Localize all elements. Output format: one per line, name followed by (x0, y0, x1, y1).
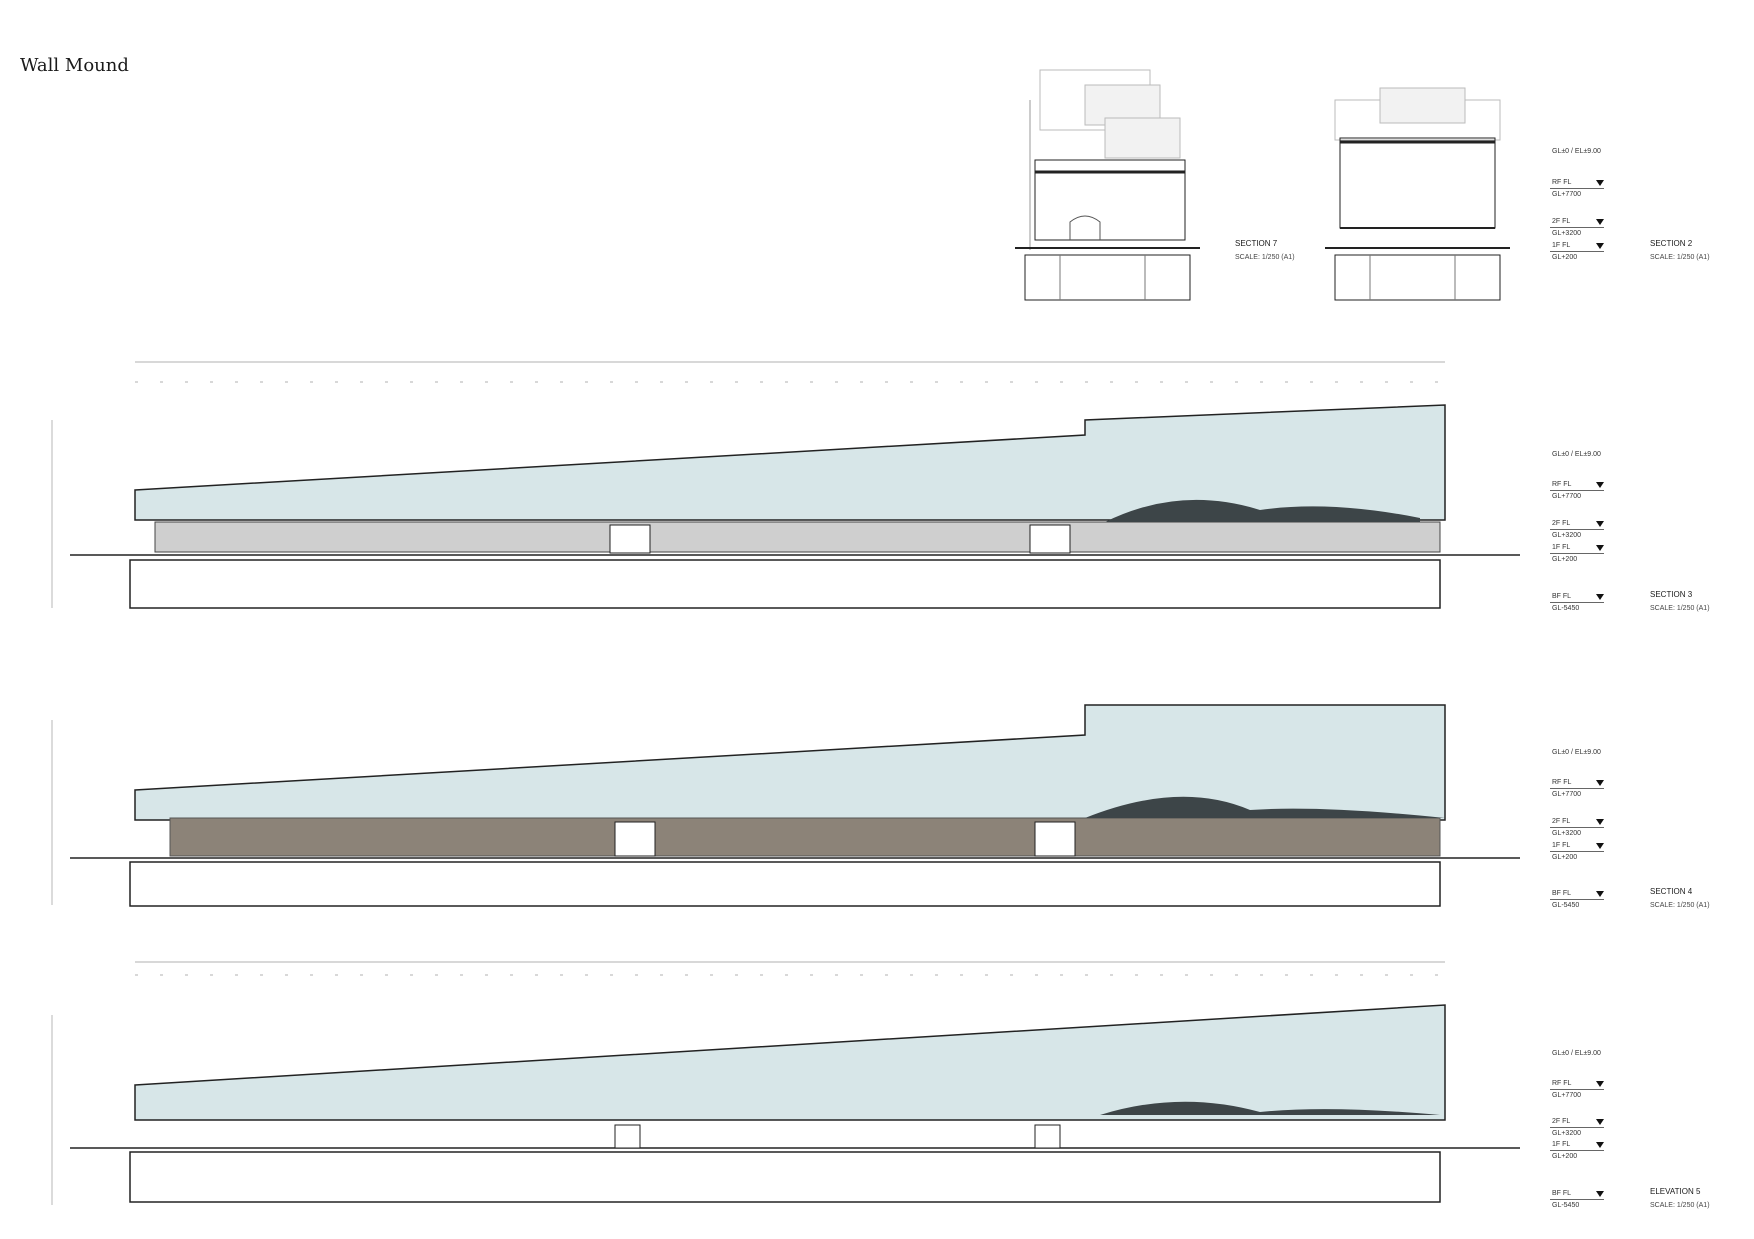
level-underline (1550, 553, 1604, 554)
level-underline (1550, 490, 1604, 491)
level-1f-gl: GL+200 (1552, 556, 1578, 563)
level-1f: 1F FL (1552, 1141, 1571, 1148)
level-1f: 1F FL (1552, 544, 1571, 551)
level-1f-gl: GL+200 (1552, 1153, 1578, 1160)
level-gl: GL±0 / EL±9.00 (1552, 451, 1601, 458)
section-7-scale: SCALE: 1/250 (A1) (1235, 254, 1295, 261)
level-rf-gl: GL+7700 (1552, 191, 1581, 198)
level-bf: BF FL (1552, 890, 1572, 897)
level-2f: 2F FL (1552, 218, 1571, 225)
section-3-scale: SCALE: 1/250 (A1) (1650, 605, 1710, 612)
level-underline (1550, 1089, 1604, 1090)
level-underline (1550, 602, 1604, 603)
section-7-title: SECTION 7 (1235, 239, 1278, 248)
level-marker (1596, 891, 1604, 897)
sheet-title: Wall Mound (20, 55, 129, 76)
level-bf: BF FL (1552, 1190, 1572, 1197)
level-rf: RF FL (1552, 779, 1572, 786)
level-underline (1550, 251, 1604, 252)
level-marker (1596, 1119, 1604, 1125)
level-marker (1596, 180, 1604, 186)
level-gl: GL±0 / EL±9.00 (1552, 1050, 1601, 1057)
level-rf: RF FL (1552, 179, 1572, 186)
level-underline (1550, 827, 1604, 828)
level-marker (1596, 843, 1604, 849)
level-underline (1550, 788, 1604, 789)
section-7-drawing (1015, 69, 1200, 301)
level-2f-gl: GL+3200 (1552, 532, 1581, 539)
level-2f-gl: GL+3200 (1552, 230, 1581, 237)
level-bf-gl: GL-5450 (1552, 605, 1580, 612)
section-3-drawing (51, 361, 1520, 609)
elevation-5-title: ELEVATION 5 (1650, 1187, 1701, 1196)
level-underline (1550, 1199, 1604, 1200)
level-2f: 2F FL (1552, 818, 1571, 825)
level-marker (1596, 219, 1604, 225)
level-2f: 2F FL (1552, 520, 1571, 527)
level-marker (1596, 1081, 1604, 1087)
elevation-5-scale: SCALE: 1/250 (A1) (1650, 1202, 1710, 1209)
level-1f-gl: GL+200 (1552, 854, 1578, 861)
level-bf-gl: GL-5450 (1552, 902, 1580, 909)
level-marker (1596, 594, 1604, 600)
level-2f-gl: GL+3200 (1552, 1130, 1581, 1137)
level-marker (1596, 1142, 1604, 1148)
level-1f: 1F FL (1552, 842, 1571, 849)
level-bf: BF FL (1552, 593, 1572, 600)
level-gl: GL±0 / EL±9.00 (1552, 148, 1601, 155)
level-underline (1550, 529, 1604, 530)
level-underline (1550, 1127, 1604, 1128)
level-marker (1596, 545, 1604, 551)
level-underline (1550, 227, 1604, 228)
level-2f-gl: GL+3200 (1552, 830, 1581, 837)
level-marker (1596, 482, 1604, 488)
section-4-scale: SCALE: 1/250 (A1) (1650, 902, 1710, 909)
section-4-title: SECTION 4 (1650, 887, 1693, 896)
level-marker (1596, 1191, 1604, 1197)
section-2-drawing (1325, 87, 1510, 301)
section-2-title: SECTION 2 (1650, 239, 1693, 248)
level-underline (1550, 1150, 1604, 1151)
level-marker (1596, 780, 1604, 786)
section-3-title: SECTION 3 (1650, 590, 1693, 599)
level-rf: RF FL (1552, 481, 1572, 488)
level-underline (1550, 899, 1604, 900)
level-1f: 1F FL (1552, 242, 1571, 249)
section-4-drawing (51, 704, 1520, 907)
level-rf-gl: GL+7700 (1552, 493, 1581, 500)
level-bf-gl: GL-5450 (1552, 1202, 1580, 1209)
level-1f-gl: GL+200 (1552, 254, 1578, 261)
level-rf-gl: GL+7700 (1552, 791, 1581, 798)
level-rf-gl: GL+7700 (1552, 1092, 1581, 1099)
level-underline (1550, 188, 1604, 189)
level-marker (1596, 819, 1604, 825)
section-2-scale: SCALE: 1/250 (A1) (1650, 254, 1710, 261)
level-gl: GL±0 / EL±9.00 (1552, 749, 1601, 756)
level-rf: RF FL (1552, 1080, 1572, 1087)
level-marker (1596, 521, 1604, 527)
elevation-5-drawing (51, 961, 1520, 1205)
level-marker (1596, 243, 1604, 249)
level-underline (1550, 851, 1604, 852)
level-2f: 2F FL (1552, 1118, 1571, 1125)
